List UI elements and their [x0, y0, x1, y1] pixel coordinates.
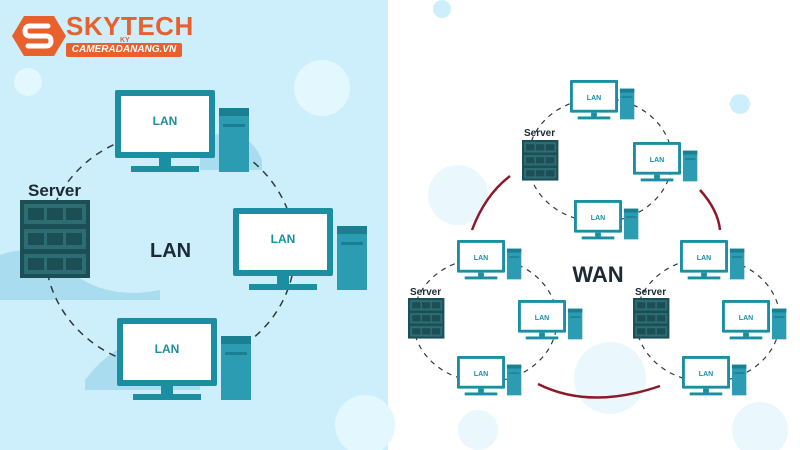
wan-link — [699, 189, 722, 231]
decor-bubble — [732, 402, 788, 450]
computer — [457, 240, 522, 280]
brand-suffix: KY — [120, 37, 130, 44]
computer-label: LAN — [271, 232, 296, 246]
computer-label: LAN — [474, 371, 488, 378]
computer — [570, 80, 635, 120]
computer-label: LAN — [650, 157, 664, 164]
decor-bubble — [335, 395, 395, 450]
skytech-logo-icon — [12, 16, 66, 56]
computer-label: LAN — [587, 95, 601, 102]
computer-label: LAN — [155, 342, 180, 356]
server-rack — [633, 298, 670, 339]
computer — [680, 240, 745, 280]
decor-bubble — [574, 342, 646, 414]
computer-label: LAN — [699, 371, 713, 378]
computer — [633, 142, 698, 182]
server-label: Server — [410, 287, 441, 298]
brand-name: SKYTECH — [66, 11, 194, 41]
server-label: Server — [28, 181, 81, 200]
computer-label: LAN — [739, 315, 753, 322]
computer — [682, 356, 747, 396]
decor-bubble — [433, 0, 451, 18]
decor-bubble — [14, 68, 42, 96]
decor-bubble — [294, 60, 350, 116]
computer — [722, 300, 787, 340]
decor-bubble — [730, 94, 750, 114]
computer-label: LAN — [697, 255, 711, 262]
decor-bubble — [428, 165, 488, 225]
brand-url: CAMERADANANG.VN — [66, 43, 182, 57]
wan-link — [470, 175, 511, 231]
computer — [457, 356, 522, 396]
server-rack — [522, 140, 559, 181]
computer — [574, 200, 639, 240]
computer-label: LAN — [535, 315, 549, 322]
center-label-lan: LAN — [150, 240, 191, 262]
computer-label: LAN — [591, 215, 605, 222]
server-label: Server — [524, 128, 555, 139]
computer — [518, 300, 583, 340]
server-rack — [408, 298, 445, 339]
computer-label: LAN — [153, 114, 178, 128]
center-label-wan: WAN — [572, 262, 623, 287]
decor-bubble — [458, 410, 498, 450]
wan-link — [537, 382, 661, 399]
computer-label: LAN — [474, 255, 488, 262]
server-label: Server — [635, 287, 666, 298]
server-rack-left — [20, 200, 90, 278]
